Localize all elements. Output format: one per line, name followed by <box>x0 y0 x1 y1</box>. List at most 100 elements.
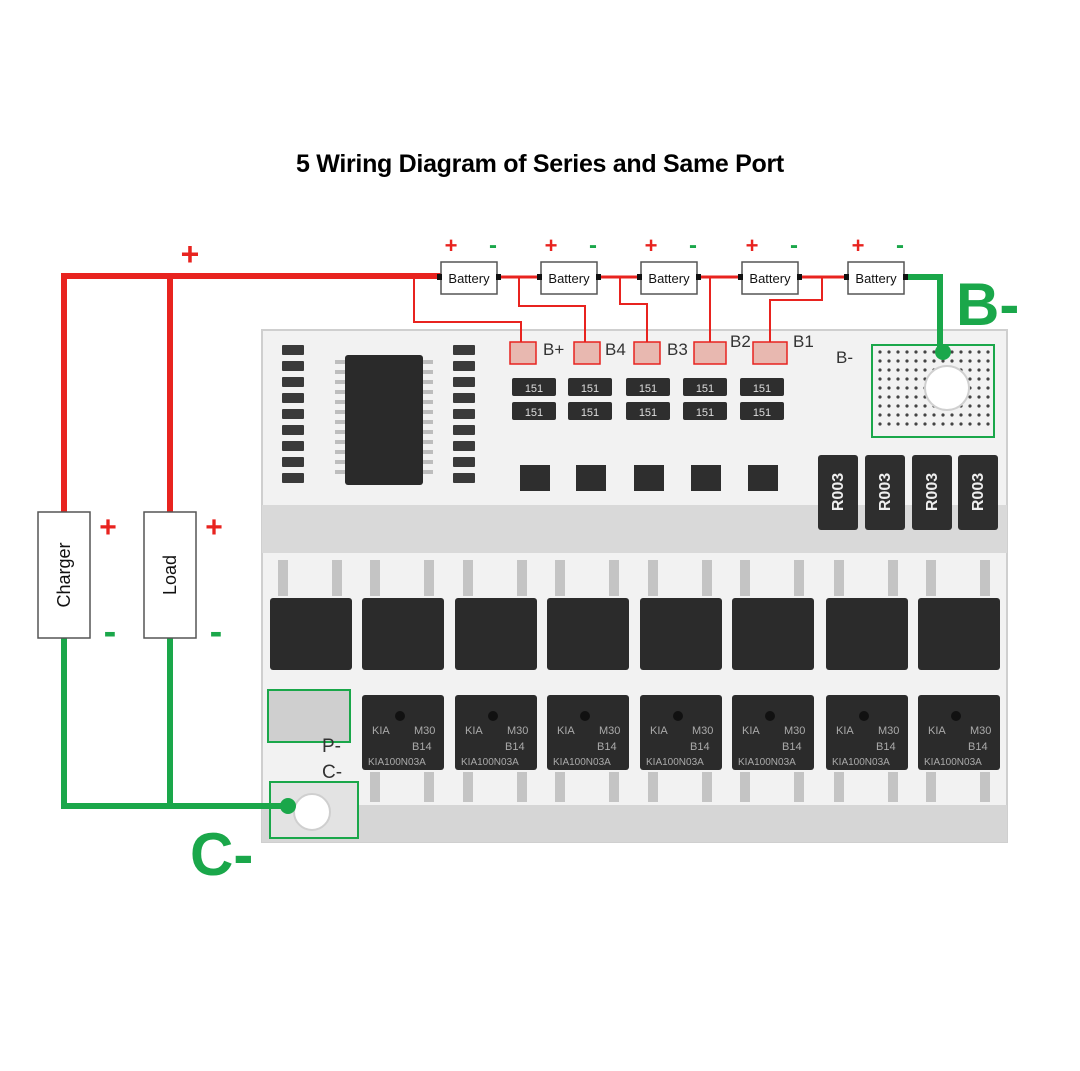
via-dot <box>887 404 891 408</box>
via-dot <box>878 368 882 372</box>
battery-plus-sign: + <box>852 233 865 258</box>
mosfet-top <box>640 598 722 670</box>
device-plus-sign: + <box>205 511 223 544</box>
battery-plus-sign: + <box>645 233 658 258</box>
ic-pin <box>335 430 345 434</box>
ic-pin <box>423 440 433 444</box>
battery-minus-sign: - <box>790 232 798 259</box>
via-dot <box>914 350 918 354</box>
via-dot <box>914 359 918 363</box>
via-dot <box>878 359 882 363</box>
mosfet-leg <box>609 772 619 802</box>
battery-plus-sign: + <box>746 233 759 258</box>
battery-minus-sign: - <box>896 232 904 259</box>
via-dot <box>896 413 900 417</box>
via-dot <box>986 377 990 381</box>
mosfet-leg <box>648 560 658 596</box>
mosfet-bottom <box>362 695 444 770</box>
via-dot <box>977 368 981 372</box>
via-dot <box>914 422 918 426</box>
via-dot <box>932 350 936 354</box>
smd-resistor <box>568 402 612 420</box>
mosfet-leg <box>980 560 990 596</box>
device-box <box>37 511 91 639</box>
smd-component <box>453 345 475 355</box>
mosfet-top <box>826 598 908 670</box>
device-charger: Charger+- <box>37 511 117 653</box>
via-dot <box>932 413 936 417</box>
b-minus-pad <box>871 344 995 438</box>
p-minus-label: P- <box>322 736 341 757</box>
mosfet-part: KIA100N03A <box>738 757 796 768</box>
via-dot <box>914 395 918 399</box>
via-dot <box>923 359 927 363</box>
smd-component <box>282 345 304 355</box>
mosfet-top <box>732 598 814 670</box>
battery-terminal <box>437 274 442 280</box>
mosfet-leg <box>702 560 712 596</box>
ic-pin <box>335 390 345 394</box>
via-dot <box>986 413 990 417</box>
via-dot <box>923 404 927 408</box>
shunt-resistor <box>818 455 858 530</box>
via-dot <box>896 395 900 399</box>
via-dot <box>878 422 882 426</box>
via-dot <box>896 368 900 372</box>
via-dot <box>905 404 909 408</box>
via-dot <box>932 422 936 426</box>
mosfet-leg <box>555 772 565 802</box>
smd-resistor-code: 151 <box>581 383 599 395</box>
via-dot <box>905 368 909 372</box>
via-dot <box>896 386 900 390</box>
mosfet-code2: B14 <box>782 741 802 753</box>
via-dot <box>986 350 990 354</box>
via-dot <box>977 395 981 399</box>
mosfet-top <box>362 598 444 670</box>
via-dot <box>950 422 954 426</box>
via-dot <box>905 395 909 399</box>
battery-label: Battery <box>548 271 590 286</box>
battery-4: Battery+- <box>738 232 802 295</box>
device-label: Load <box>160 555 180 595</box>
ic-pin <box>423 410 433 414</box>
via-dot <box>941 359 945 363</box>
smd-component <box>453 425 475 435</box>
device-minus-sign: - <box>210 611 223 653</box>
via-dot <box>968 395 972 399</box>
mosfet-dot <box>951 711 961 721</box>
mosfet-code2: B14 <box>968 741 988 753</box>
via-dot <box>968 404 972 408</box>
ic-pin <box>423 360 433 364</box>
mosfet-dot <box>859 711 869 721</box>
via-dot <box>959 422 963 426</box>
battery-terminal <box>537 274 542 280</box>
ic-pin <box>423 420 433 424</box>
via-dot <box>986 422 990 426</box>
via-dot <box>932 359 936 363</box>
mosfet-part: KIA100N03A <box>461 757 519 768</box>
mosfet-brand: KIA <box>650 725 668 737</box>
mosfet-part: KIA100N03A <box>832 757 890 768</box>
main-plus-sign: + <box>181 236 200 272</box>
via-dot <box>959 350 963 354</box>
via-dot <box>914 404 918 408</box>
pad-label-bplus: B+ <box>543 340 564 359</box>
mosfet-code2: B14 <box>412 741 432 753</box>
mosfet-code2: B14 <box>690 741 710 753</box>
via-dot <box>905 422 909 426</box>
via-dot <box>878 377 882 381</box>
pad-label-bminus: B- <box>836 348 853 367</box>
via-dot <box>914 386 918 390</box>
smd-resistor-code: 151 <box>525 407 543 419</box>
mosfet-code2: B14 <box>505 741 525 753</box>
smd-resistor <box>683 402 727 420</box>
battery-series: Battery+-Battery+-Battery+-Battery+-Batt… <box>437 232 908 295</box>
via-dot <box>896 422 900 426</box>
battery-label: Battery <box>448 271 490 286</box>
battery-terminal <box>596 274 601 280</box>
mosfet-code1: M30 <box>599 725 620 737</box>
via-dot <box>923 413 927 417</box>
mosfet-leg <box>980 772 990 802</box>
